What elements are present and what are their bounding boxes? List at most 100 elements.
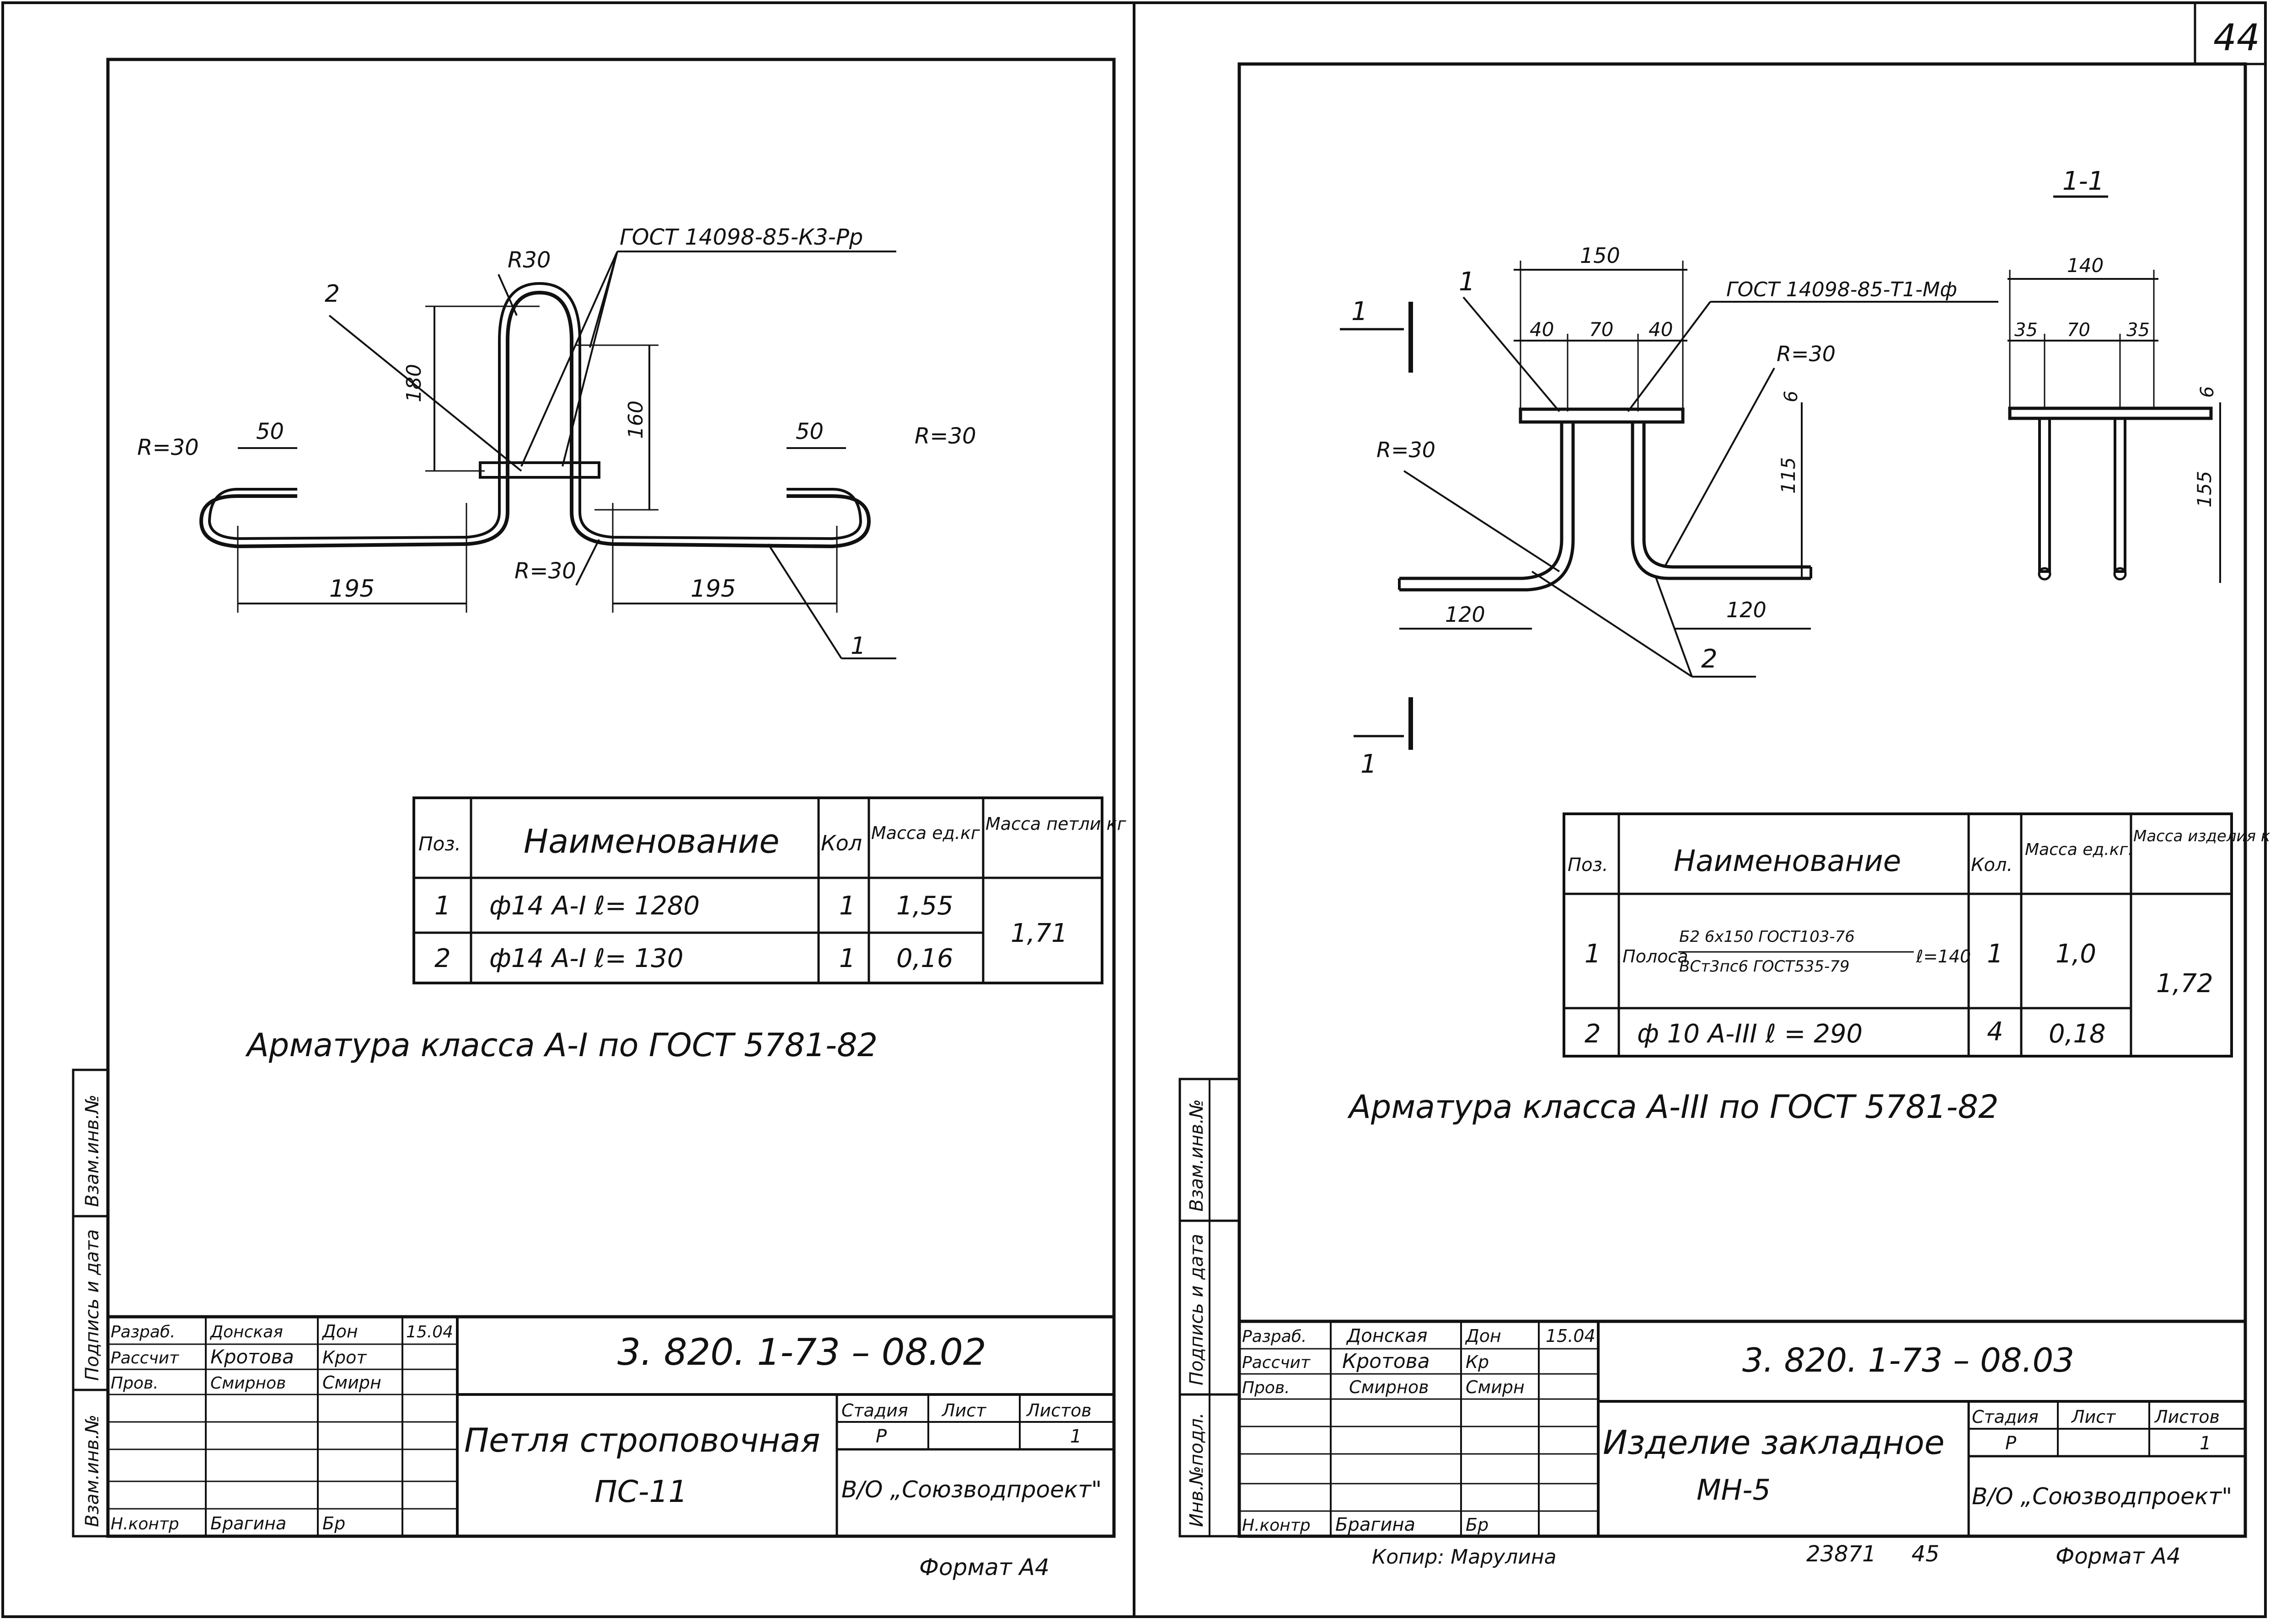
rstamp-inv: Инв.№подл. [1186, 1412, 1207, 1527]
spec-row-1-mass: 1,55 [896, 891, 953, 921]
pos-label-2: 2 [325, 280, 340, 308]
rtb-item-title: Изделие закладное [1603, 1423, 1944, 1462]
archive-code: 23871 [1806, 1541, 1876, 1567]
dim-r30-a: R=30 [1376, 438, 1435, 462]
rtb-date: 15.04 [1546, 1326, 1595, 1346]
rtb-item-code: МН-5 [1697, 1473, 1771, 1506]
rstamp-signature-date: Подпись и дата [1186, 1234, 1207, 1385]
spec-row-2-mass: 0,16 [896, 944, 953, 973]
rtb-sheet-label: Лист [2071, 1407, 2116, 1427]
rtb-name-2: Кротова [1342, 1350, 1430, 1373]
rspec-row-1-pos: 1 [1585, 939, 1601, 969]
rspec-header-mass-unit: Масса ед.кг. [2025, 840, 2133, 859]
dim-115: 115 [1777, 457, 1799, 494]
rtb-name-1: Донская [1346, 1325, 1428, 1346]
tb-sheets: 1 [1070, 1426, 1081, 1447]
spec-table-right [1563, 812, 2233, 1058]
rspec-row-1-name-prefix: Полоса [1622, 946, 1688, 967]
rtb-role-2: Рассчит [1242, 1353, 1311, 1372]
rtb-stage: Р [2005, 1433, 2017, 1454]
rspec-row-1-mass: 1,0 [2056, 939, 2096, 969]
dim-35b: 35 [2126, 320, 2150, 341]
embed-rebar-note: Арматура класса А-III по ГОСТ 5781-82 [1347, 1088, 1998, 1126]
rtb-doc-code: 3. 820. 1-73 – 08.03 [1742, 1341, 2074, 1379]
dim-195-left: 195 [329, 575, 375, 603]
dim-50-right: 50 [796, 419, 824, 444]
format-label: Формат А4 [919, 1554, 1049, 1581]
spec-header-mass-unit: Масса ед.кг [871, 823, 980, 843]
rtb-stage-label: Стадия [1972, 1407, 2039, 1427]
rspec-total-mass: 1,72 [2156, 969, 2213, 999]
spec-row-1-qty: 1 [839, 891, 856, 921]
rspec-row-2-mass: 0,18 [2049, 1019, 2106, 1049]
dim-40a: 40 [1530, 318, 1554, 341]
rtb-name-3: Смирнов [1349, 1377, 1429, 1397]
dim-r30-b: R=30 [1777, 342, 1836, 366]
rspec-row-1-frac-top: Б2 6х150 ГОСТ103-76 [1679, 928, 1855, 946]
spec-header-qty: Кол [821, 831, 862, 855]
spec-row-2-qty: 1 [839, 944, 856, 973]
tb-role-1: Разраб. [111, 1323, 175, 1341]
dim-70s: 70 [2067, 320, 2090, 341]
dim-r30-top: R30 [508, 247, 551, 273]
dim-70: 70 [1589, 318, 1613, 341]
section-mark-top: 1 [1351, 297, 1368, 326]
dim-180: 180 [402, 364, 426, 402]
spec-header-pos: Поз. [418, 833, 461, 855]
embed-gost-note: ГОСТ 14098-85-Т1-Мф [1726, 278, 1957, 301]
tb-doc-code: 3. 820. 1-73 – 08.02 [617, 1331, 986, 1373]
tb-sign-3: Смирн [322, 1373, 381, 1393]
rtb-sheets: 1 [2200, 1433, 2211, 1454]
tb-sheets-label: Листов [1026, 1400, 1092, 1421]
tb-name-7: Брагина [210, 1513, 286, 1533]
rformat-label: Формат А4 [2056, 1544, 2180, 1569]
spec-table-left [412, 796, 1103, 984]
rspec-row-1-frac-bottom: ВСт3пс6 ГОСТ535-79 [1679, 957, 1850, 976]
tb-role-3: Пров. [111, 1374, 159, 1393]
dim-35a: 35 [2014, 320, 2038, 341]
tb-role-7: Н.контр [111, 1515, 179, 1533]
dim-r30-left: R=30 [137, 435, 199, 460]
tb-item-code: ПС-11 [594, 1474, 688, 1509]
title-block-left [106, 1315, 1116, 1538]
section-title: 1-1 [2062, 166, 2104, 196]
tb-sign-1: Дон [321, 1321, 358, 1341]
rtb-sheets-label: Листов [2154, 1407, 2220, 1427]
rspec-row-1-qty: 1 [1987, 939, 2003, 969]
rspec-header-qty: Кол. [1971, 855, 2013, 876]
rebar-note: Арматура класса А-I по ГОСТ 5781-82 [245, 1026, 878, 1064]
tb-date: 15.04 [406, 1323, 453, 1341]
rtb-sign-7: Бр [1466, 1515, 1488, 1535]
rtb-role-1: Разраб. [1242, 1327, 1306, 1346]
side-stamp-right [1178, 1078, 1241, 1538]
dim-6: 6 [1781, 391, 1802, 402]
spec-header-name: Наименование [524, 822, 780, 860]
spec-row-1-name: ф14 А-I ℓ= 1280 [489, 891, 700, 921]
spec-header-mass-total: Масса петли кг [985, 814, 1127, 834]
rspec-row-1-name-suffix: ℓ=140 [1916, 946, 1971, 967]
stamp-vzam-inv: Взам.инв.№ [82, 1095, 103, 1207]
side-stamp-left [72, 1068, 109, 1538]
tb-sheet-label: Лист [941, 1400, 987, 1421]
dim-150: 150 [1580, 243, 1620, 268]
dim-40b: 40 [1649, 318, 1673, 341]
rtb-name-7: Брагина [1335, 1514, 1415, 1535]
rtb-org: В/О „Союзводпроект" [1972, 1483, 2232, 1510]
loop-drawing [199, 251, 896, 659]
title-block-right [1237, 1320, 2247, 1538]
stamp-signature-date: Подпись и дата [82, 1229, 103, 1381]
rspec-header-mass-total: Масса изделия кг [2133, 827, 2270, 845]
embed-drawing [1340, 195, 2221, 750]
dim-155: 155 [2193, 471, 2216, 508]
tb-stage-label: Стадия [841, 1400, 908, 1421]
rstamp-vzam-inv: Взам.инв.№ [1186, 1099, 1207, 1212]
spec-total-mass: 1,71 [1011, 919, 1068, 948]
embed-pos-label-2: 2 [1701, 644, 1718, 674]
spec-row-1-pos: 1 [434, 891, 451, 921]
rspec-header-pos: Поз. [1568, 855, 1608, 876]
rtb-role-7: Н.контр [1242, 1516, 1311, 1535]
rspec-row-2-pos: 2 [1585, 1019, 1601, 1049]
tb-stage: Р [876, 1426, 887, 1447]
dim-r30-bottom: R=30 [514, 558, 576, 584]
